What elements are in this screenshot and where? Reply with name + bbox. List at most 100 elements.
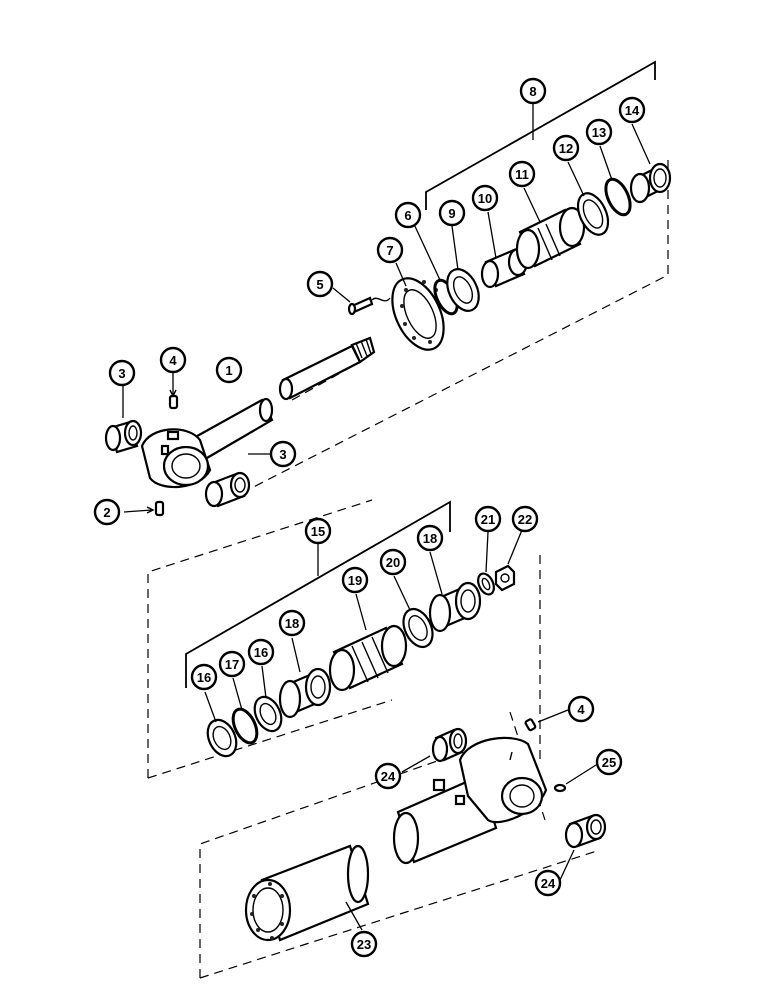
barrel-tube-23 xyxy=(244,844,370,942)
callout-number: 3 xyxy=(118,366,125,381)
callout-circle xyxy=(306,270,334,298)
screw xyxy=(332,287,391,316)
callout-circle xyxy=(376,236,404,264)
grease-fitting-lower xyxy=(123,500,165,517)
callout-circle xyxy=(618,96,646,124)
callout-20: 20 xyxy=(379,548,407,576)
callout-16: 16 xyxy=(190,663,218,691)
callout-19: 19 xyxy=(341,566,369,594)
callout-number: 12 xyxy=(559,141,573,156)
fitting-25 xyxy=(553,764,597,793)
callout-circle xyxy=(304,517,332,545)
callout-18: 18 xyxy=(278,609,306,637)
ring-20 xyxy=(393,575,434,649)
callout-circle xyxy=(190,663,218,691)
callout-number: 24 xyxy=(381,769,396,784)
gland-11 xyxy=(515,187,586,270)
callout-circle xyxy=(534,869,562,897)
grease-fitting-eye xyxy=(524,709,569,732)
bushing-24-lower xyxy=(559,813,607,881)
piston-19 xyxy=(328,593,408,692)
callout-18: 18 xyxy=(416,524,444,552)
callout-number: 13 xyxy=(592,125,606,140)
callout-circle xyxy=(341,566,369,594)
callout-number: 23 xyxy=(357,937,371,952)
callout-circle xyxy=(552,134,580,162)
callout-number: 6 xyxy=(404,208,411,223)
callout-circle xyxy=(511,505,539,533)
bushing-24-upper xyxy=(401,727,468,773)
callout-number: 16 xyxy=(197,670,211,685)
callout-number: 4 xyxy=(577,702,585,717)
piston-rod xyxy=(140,336,376,489)
callout-number: 11 xyxy=(515,167,529,182)
callout-2: 2 xyxy=(93,498,121,526)
callout-number: 18 xyxy=(423,531,437,546)
snap-ring-17 xyxy=(231,677,259,745)
callout-1: 1 xyxy=(215,356,243,384)
grease-fitting-upper xyxy=(168,373,179,410)
callout-circle xyxy=(567,695,595,723)
callout-circle xyxy=(438,199,466,227)
callout-14: 14 xyxy=(618,96,646,124)
ring-12 xyxy=(567,161,610,236)
callout-number: 7 xyxy=(386,243,393,258)
callout-circle xyxy=(218,650,246,678)
callout-number: 20 xyxy=(386,555,400,570)
callout-8: 8 xyxy=(519,77,547,105)
cylinder-eye xyxy=(392,736,548,865)
callout-22: 22 xyxy=(511,505,539,533)
callout-circle xyxy=(350,930,378,958)
callout-number: 8 xyxy=(529,84,536,99)
callout-24: 24 xyxy=(374,762,402,790)
callout-10: 10 xyxy=(471,184,499,212)
wiper-14 xyxy=(629,123,672,204)
callout-circle xyxy=(215,356,243,384)
callout-24: 24 xyxy=(534,869,562,897)
bushing-upper-right xyxy=(204,453,270,508)
callout-number: 16 xyxy=(254,645,268,660)
callout-circle xyxy=(394,201,422,229)
callout-circle xyxy=(585,118,613,146)
bracket-group-8 xyxy=(425,60,656,210)
callout-7: 7 xyxy=(376,236,404,264)
callout-number: 22 xyxy=(518,512,532,527)
callout-16: 16 xyxy=(247,638,275,666)
callout-21: 21 xyxy=(474,505,502,533)
callout-circle xyxy=(159,346,187,374)
bracket-group-15 xyxy=(185,500,451,688)
callout-3: 3 xyxy=(269,440,297,468)
callout-number: 1 xyxy=(225,363,232,378)
callout-circle xyxy=(93,498,121,526)
callout-12: 12 xyxy=(552,134,580,162)
callout-circle xyxy=(474,505,502,533)
callout-number: 4 xyxy=(169,353,177,368)
callout-4: 4 xyxy=(567,695,595,723)
callout-number: 24 xyxy=(541,876,556,891)
nut-22 xyxy=(494,529,523,592)
callout-5: 5 xyxy=(306,270,334,298)
callout-circle xyxy=(379,548,407,576)
callout-circle xyxy=(269,440,297,468)
callout-13: 13 xyxy=(585,118,613,146)
callout-number: 2 xyxy=(103,505,110,520)
callout-circle xyxy=(374,762,402,790)
callout-circle xyxy=(278,609,306,637)
ring-16-left xyxy=(204,691,238,758)
callout-number: 9 xyxy=(448,206,455,221)
ring-16-right xyxy=(253,665,283,733)
callout-circle xyxy=(247,638,275,666)
callout-number: 25 xyxy=(602,755,616,770)
callout-15: 15 xyxy=(304,517,332,545)
callout-number: 3 xyxy=(279,447,286,462)
flange-head xyxy=(391,262,445,351)
callout-6: 6 xyxy=(394,201,422,229)
callout-number: 21 xyxy=(481,512,495,527)
callout-circle xyxy=(471,184,499,212)
callout-number: 19 xyxy=(348,573,362,588)
callout-circle xyxy=(595,748,623,776)
callout-number: 18 xyxy=(285,616,299,631)
